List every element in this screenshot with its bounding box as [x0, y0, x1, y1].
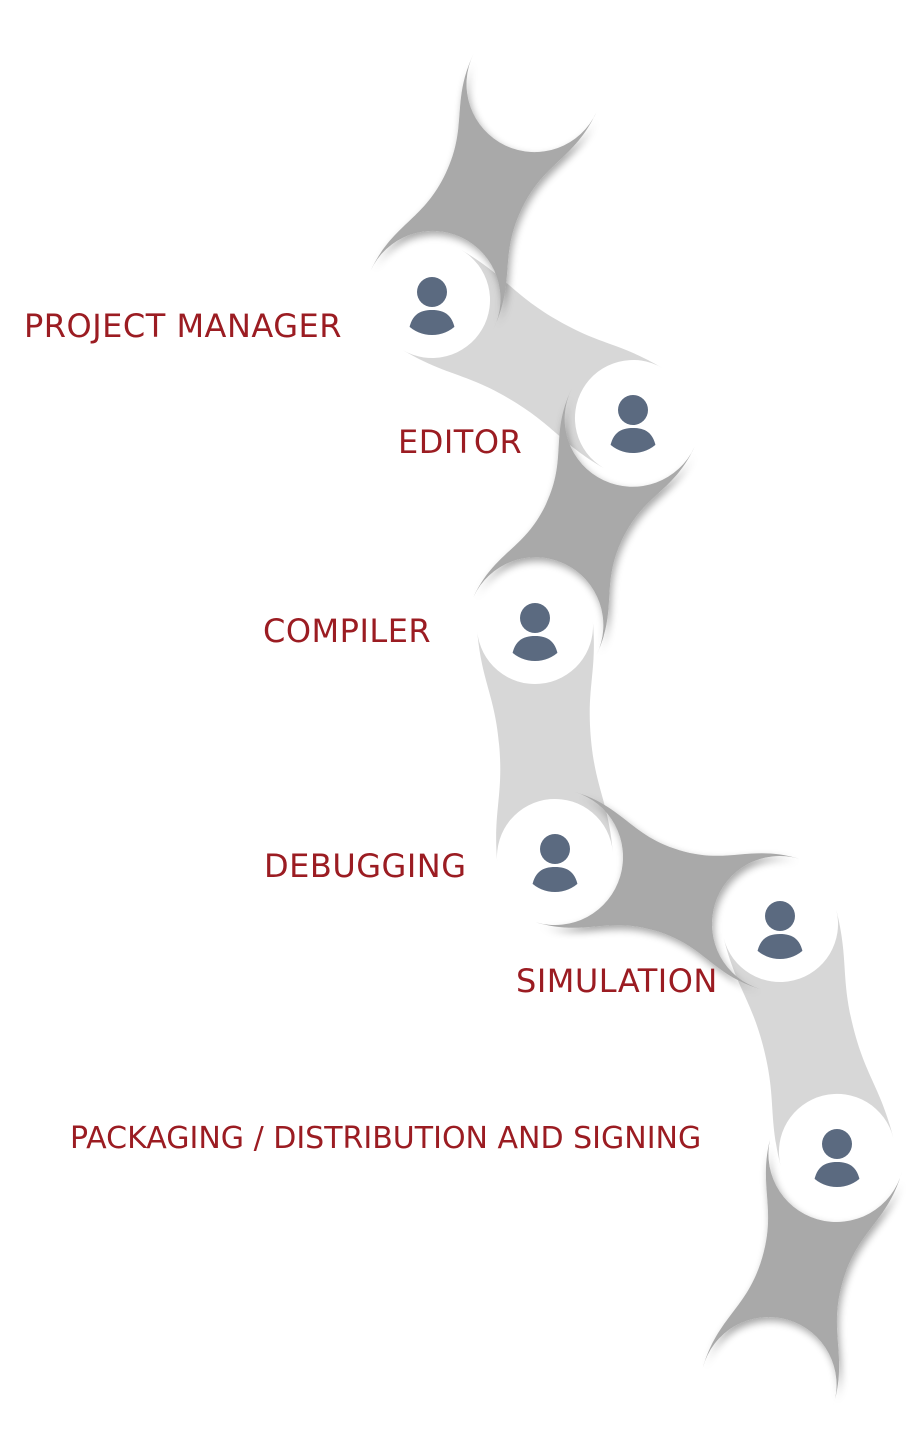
person-icon-head	[417, 277, 447, 307]
person-icon-head	[540, 834, 570, 864]
stage-label-simulation: SIMULATION	[516, 962, 718, 1000]
stage-label-project-manager: PROJECT MANAGER	[24, 307, 342, 345]
link-hole-8	[731, 1350, 805, 1424]
outer-link-2	[473, 389, 695, 655]
person-icon-head	[822, 1129, 852, 1159]
stage-label-editor: EDITOR	[398, 423, 523, 461]
inner-link-3	[723, 909, 894, 1167]
stage-label-compiler: COMPILER	[263, 612, 432, 650]
person-icon-head	[765, 901, 795, 931]
inner-link-2	[477, 621, 613, 862]
stage-label-debugging: DEBUGGING	[264, 847, 467, 885]
link-hole-1	[498, 46, 572, 120]
person-icon-head	[520, 603, 550, 633]
outer-link-1	[370, 53, 597, 330]
stage-label-packaging: PACKAGING / DISTRIBUTION AND SIGNING	[70, 1121, 702, 1156]
outer-chain-links	[370, 53, 903, 1407]
person-icon-head	[618, 395, 648, 425]
inner-chain-links	[402, 250, 894, 1167]
outer-link-4	[702, 1132, 903, 1407]
outer-link-3	[535, 791, 800, 990]
inner-link-1	[402, 250, 663, 468]
